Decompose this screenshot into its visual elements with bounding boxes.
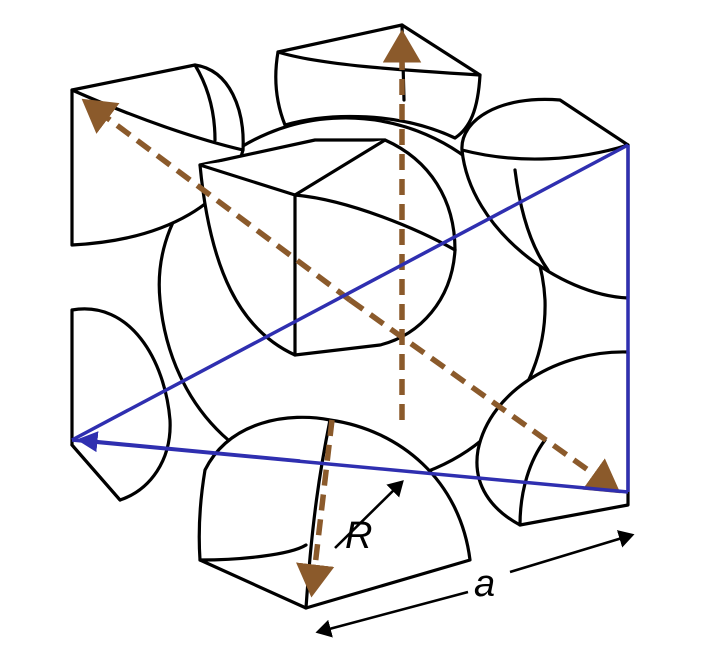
corner-atom-back-top bbox=[274, 23, 482, 140]
radius-arrow bbox=[334, 480, 404, 549]
body-diagonal-lower-arrow bbox=[348, 297, 621, 494]
radius-label: R bbox=[345, 515, 372, 557]
body-diagonal-down-arrow bbox=[296, 419, 335, 598]
body-diagonal-upper-arrow bbox=[81, 98, 352, 303]
corner-atom-bottom-front bbox=[197, 415, 472, 610]
corner-atom-top-right bbox=[460, 97, 630, 300]
face-diagonal-line bbox=[71, 143, 629, 442]
edge-arrow-right bbox=[509, 530, 635, 574]
blue-arrow-left bbox=[76, 431, 301, 463]
edge-arrow-left bbox=[315, 590, 469, 638]
corner-atom-left-middle bbox=[70, 307, 172, 502]
edge-length-label: a bbox=[474, 563, 495, 605]
front-cube-section bbox=[198, 138, 457, 357]
